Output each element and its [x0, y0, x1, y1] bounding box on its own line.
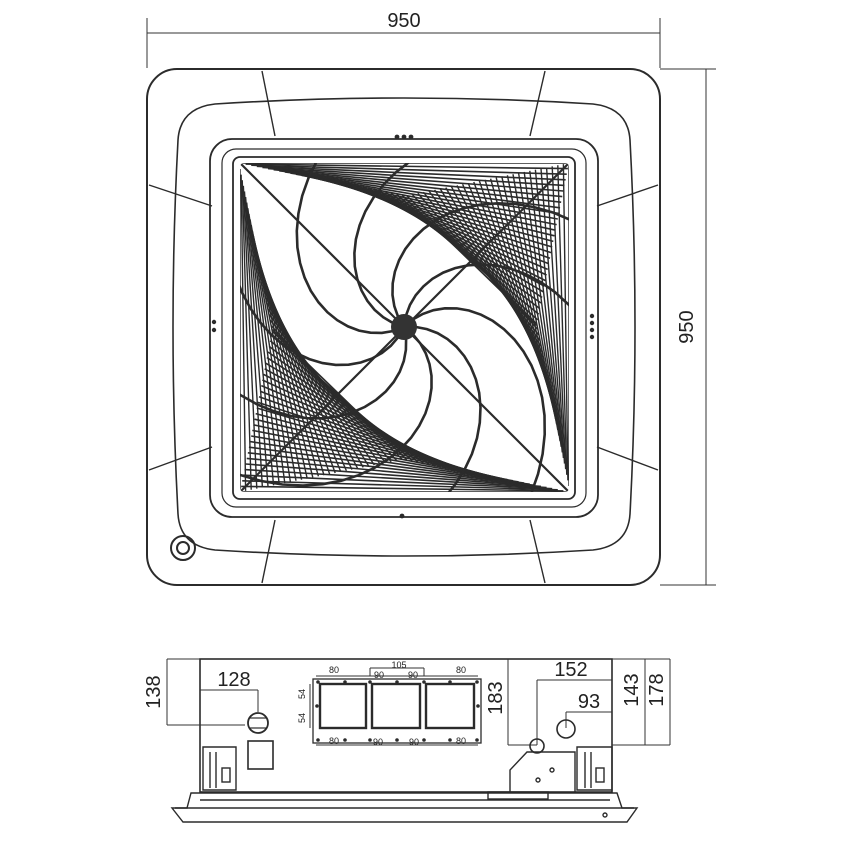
height-label: 950 — [676, 310, 698, 343]
gas-pipe — [556, 719, 576, 739]
width-dimension: 950 — [146, 10, 661, 68]
dim-54-lower: 54 — [297, 713, 307, 723]
top-view: 950 950 — [146, 10, 716, 586]
ir-receiver-icon — [170, 535, 196, 561]
grille-frame — [232, 156, 576, 500]
dim-90-top-left: 90 — [374, 670, 384, 680]
right-bracket — [509, 746, 613, 792]
dim-80-bottom-right: 80 — [456, 736, 466, 746]
panel-ring — [172, 97, 636, 557]
outer-panel — [146, 68, 661, 586]
dim-80-top-right: 80 — [456, 665, 466, 675]
liquid-pipe — [529, 738, 545, 754]
width-label: 950 — [387, 10, 420, 32]
dim-54-upper: 54 — [297, 689, 307, 699]
side-view: 138 128 — [143, 658, 671, 823]
dim-128: 128 — [217, 669, 250, 691]
dim-183: 183 — [485, 681, 507, 714]
left-bracket — [202, 746, 237, 791]
dim-152: 152 — [554, 659, 587, 681]
fan-grille — [240, 163, 569, 492]
indicator-dots — [211, 134, 595, 519]
decorative-panel-side — [170, 791, 639, 823]
dim-80-top-left: 80 — [329, 665, 339, 675]
dim-90-bottom-right: 90 — [409, 737, 419, 747]
dim-178: 178 — [646, 673, 668, 706]
drain-box — [247, 740, 274, 770]
drain-pipe — [247, 712, 269, 734]
dim-143: 143 — [621, 673, 643, 706]
dim-90-top-right: 90 — [408, 670, 418, 680]
inner-frame-edge — [221, 148, 587, 508]
dim-80-bottom-left: 80 — [329, 736, 339, 746]
height-dimension: 950 — [660, 68, 716, 586]
dim-105: 105 — [391, 660, 406, 670]
corner-seams — [148, 70, 659, 584]
dim-93: 93 — [578, 691, 600, 713]
dim-138: 138 — [143, 675, 165, 708]
knockout-panels — [312, 678, 482, 744]
dim-90-bottom-left: 90 — [373, 737, 383, 747]
